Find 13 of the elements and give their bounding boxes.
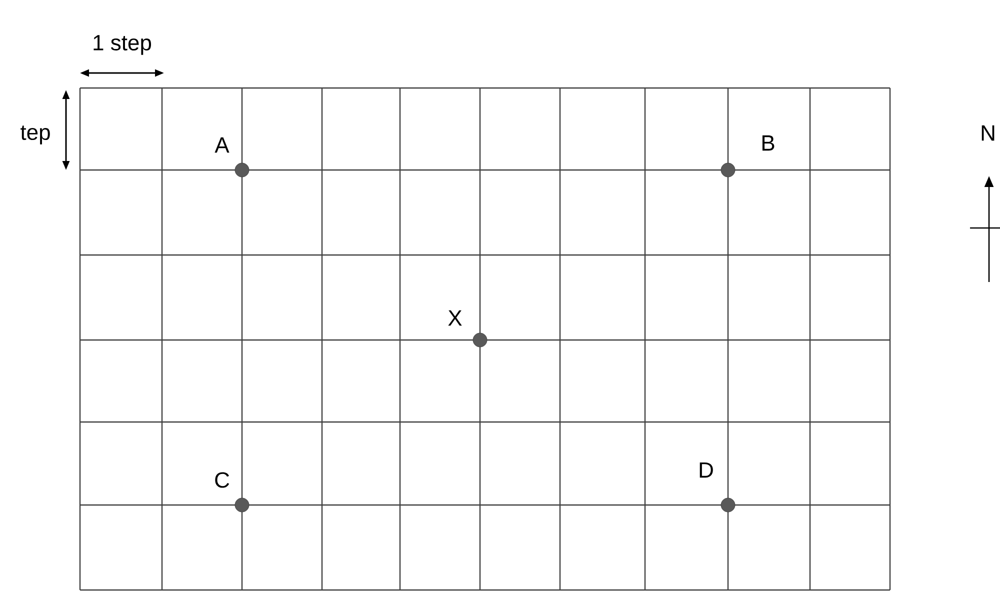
point-label: A [214, 137, 230, 153]
grid-point [472, 332, 488, 348]
point-label: C [215, 472, 230, 488]
point-label: D [700, 462, 713, 478]
dimension-label: N [982, 125, 994, 141]
grid-point [720, 498, 736, 512]
dimension-label: tep [20, 126, 50, 144]
grid-point [234, 498, 250, 512]
point-label: B [762, 135, 774, 151]
grid-point [234, 162, 250, 178]
point-label: X [448, 310, 462, 326]
grid-point [720, 162, 736, 178]
dimension-label: 1 step [94, 35, 152, 55]
